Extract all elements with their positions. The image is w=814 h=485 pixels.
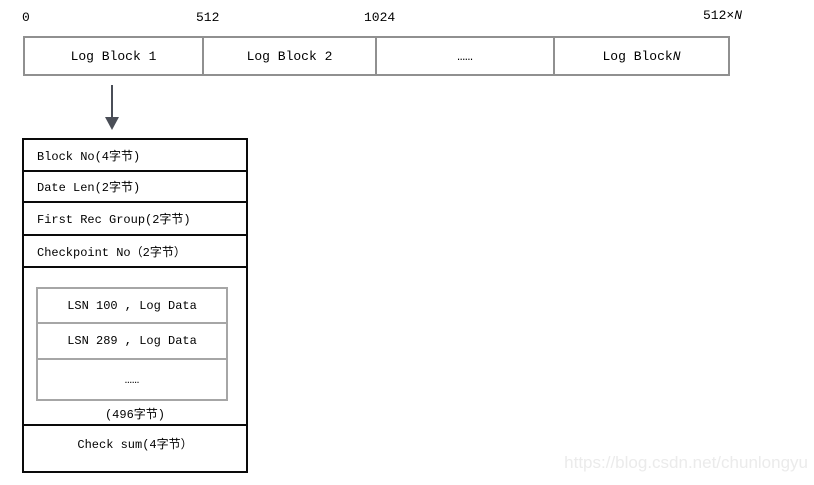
log-record-lsn100: LSN 100 , Log Data xyxy=(38,289,226,324)
log-block-2-cell: Log Block 2 xyxy=(202,38,375,74)
log-block-ellipsis-cell: …… xyxy=(375,38,553,74)
arrow-down-icon xyxy=(105,117,119,130)
log-block-1-cell: Log Block 1 xyxy=(25,38,202,74)
ruler-tick-512xn: 512×N xyxy=(703,8,742,24)
log-body-section: LSN 100 , Log Data LSN 289 , Log Data ……… xyxy=(24,268,246,426)
ruler-tick-512xn-variable: N xyxy=(734,8,743,23)
ruler-tick-1024: 1024 xyxy=(364,10,396,25)
field-checksum: Check sum(4字节） xyxy=(77,438,193,452)
log-block-2-label: Log Block 2 xyxy=(246,48,333,64)
log-block-n-variable: N xyxy=(672,48,681,64)
log-block-1-label: Log Block 1 xyxy=(70,48,157,64)
ruler-tick-0: 0 xyxy=(22,10,30,25)
log-record-ellipsis: …… xyxy=(124,372,140,387)
ruler-tick-512xn-prefix: 512× xyxy=(703,8,735,23)
field-checkpoint-no: Checkpoint No（2字节） xyxy=(24,236,246,268)
arrow-down-line xyxy=(111,85,113,118)
log-record-lsn289: LSN 289 , Log Data xyxy=(38,324,226,360)
csdn-watermark: https://blog.csdn.net/chunlongyu xyxy=(564,453,808,472)
log-body-size-label: (496字节) xyxy=(104,408,165,422)
log-block-ellipsis-label: …… xyxy=(457,48,473,64)
log-block-n-cell: Log Block N xyxy=(553,38,728,74)
log-blocks-bar: Log Block 1 Log Block 2 …… Log Block N xyxy=(23,36,730,76)
log-block-detail-box: Block No(4字节) Date Len(2字节) First Rec Gr… xyxy=(22,138,248,473)
log-records-box: LSN 100 , Log Data LSN 289 , Log Data …… xyxy=(36,287,228,401)
field-first-rec-group: First Rec Group(2字节) xyxy=(24,203,246,236)
field-block-no: Block No(4字节) xyxy=(24,140,246,172)
log-block-n-prefix: Log Block xyxy=(602,48,673,64)
ruler-tick-512: 512 xyxy=(196,10,220,25)
field-data-len: Date Len(2字节) xyxy=(24,172,246,203)
